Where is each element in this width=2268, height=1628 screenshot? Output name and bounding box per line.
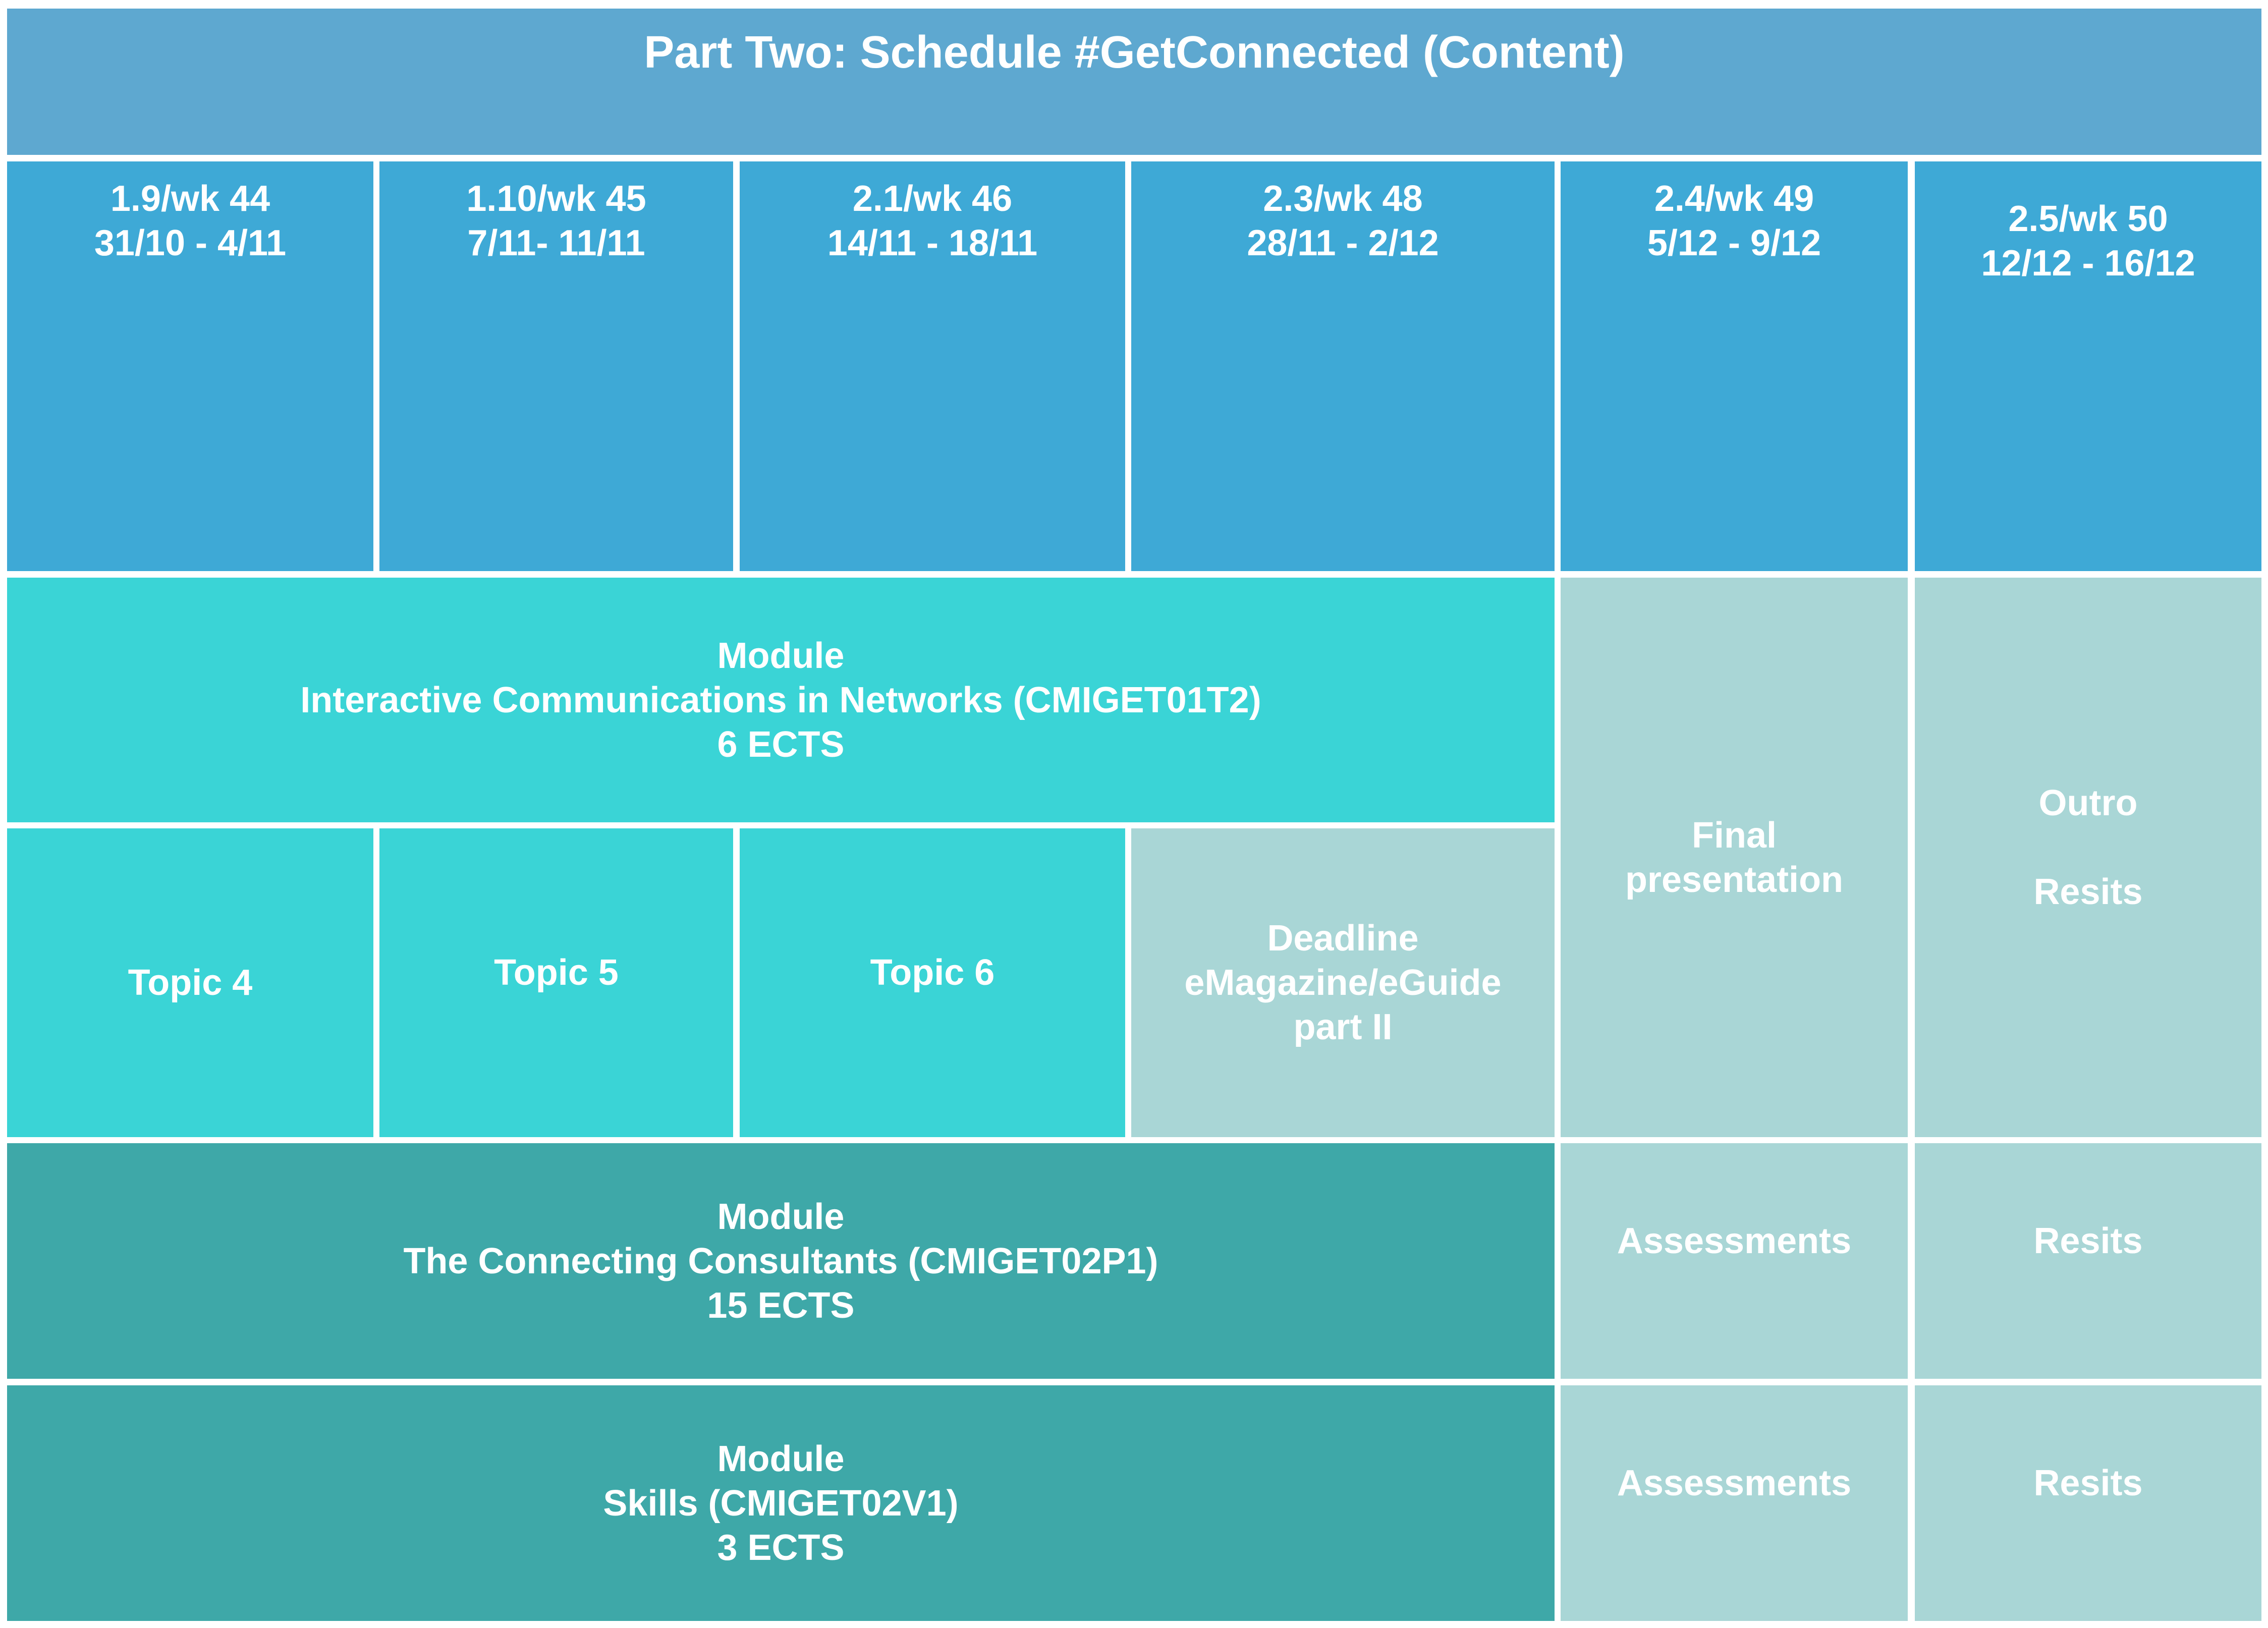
week-dates: 31/10 - 4/11: [94, 223, 287, 263]
skills-resits-label: Resits: [2033, 1463, 2143, 1503]
week-header-3: 2.1/wk 46 14/11 - 18/11: [740, 161, 1125, 571]
module-interactive-communications: Module Interactive Communications in Net…: [7, 578, 1555, 822]
topic-4-cell: Topic 4: [7, 828, 373, 1137]
week-label: 2.4/wk 49: [1654, 179, 1814, 219]
week-label: 2.5/wk 50: [2008, 199, 2168, 239]
outro-label: Outro Resits: [2033, 782, 2143, 912]
page-title-bar: Part Two: Schedule #GetConnected (Conten…: [7, 9, 2261, 155]
deadline-label: Deadline eMagazine/eGuide part II: [1184, 918, 1502, 1047]
week-dates: 14/11 - 18/11: [827, 223, 1038, 263]
week-header-6: 2.5/wk 50 12/12 - 16/12: [1915, 161, 2261, 571]
topic-6-cell: Topic 6: [740, 828, 1125, 1137]
topic-5-label: Topic 5: [494, 952, 619, 993]
consultants-assessments-cell: Assessments: [1561, 1143, 1908, 1379]
topic-4-label: Topic 4: [128, 963, 253, 1003]
week-label: 2.3/wk 48: [1263, 179, 1423, 219]
module-consultants-text: Module The Connecting Consultants (CMIGE…: [403, 1196, 1158, 1326]
skills-resits-cell: Resits: [1915, 1385, 2261, 1621]
module-icn-text: Module Interactive Communications in Net…: [300, 635, 1261, 765]
skills-assessments-cell: Assessments: [1561, 1385, 1908, 1621]
final-presentation-label: Final presentation: [1625, 815, 1844, 900]
week-label: 1.10/wk 45: [466, 179, 646, 219]
week-label: 1.9/wk 44: [110, 179, 270, 219]
week-dates: 7/11- 11/11: [467, 223, 645, 263]
outro-cell: Outro Resits: [1915, 578, 2261, 1137]
week-dates: 5/12 - 9/12: [1647, 223, 1821, 263]
skills-assessments-label: Assessments: [1617, 1463, 1852, 1503]
final-presentation-cell: Final presentation: [1561, 578, 1908, 1137]
module-skills: Module Skills (CMIGET02V1) 3 ECTS: [7, 1385, 1555, 1621]
week-header-1: 1.9/wk 44 31/10 - 4/11: [7, 161, 373, 571]
week-header-4: 2.3/wk 48 28/11 - 2/12: [1131, 161, 1555, 571]
module-skills-text: Module Skills (CMIGET02V1) 3 ECTS: [603, 1438, 959, 1568]
week-header-2: 1.10/wk 45 7/11- 11/11: [379, 161, 733, 571]
topic-6-label: Topic 6: [870, 952, 995, 993]
deadline-cell: Deadline eMagazine/eGuide part II: [1131, 828, 1555, 1137]
consultants-assessments-label: Assessments: [1617, 1221, 1852, 1261]
topic-5-cell: Topic 5: [379, 828, 733, 1137]
week-dates: 28/11 - 2/12: [1247, 223, 1439, 263]
module-connecting-consultants: Module The Connecting Consultants (CMIGE…: [7, 1143, 1555, 1379]
week-dates: 12/12 - 16/12: [1981, 243, 2195, 284]
consultants-resits-label: Resits: [2033, 1221, 2143, 1261]
consultants-resits-cell: Resits: [1915, 1143, 2261, 1379]
week-label: 2.1/wk 46: [852, 179, 1013, 219]
week-header-5: 2.4/wk 49 5/12 - 9/12: [1561, 161, 1908, 571]
page-title: Part Two: Schedule #GetConnected (Conten…: [644, 27, 1625, 78]
